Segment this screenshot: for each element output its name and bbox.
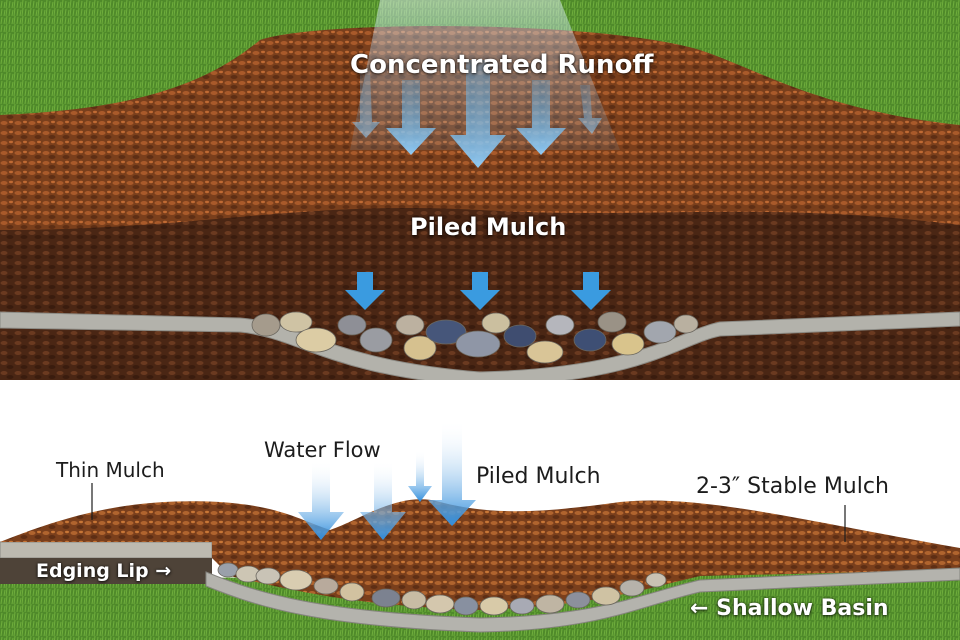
water-flow-arrows: [298, 420, 476, 540]
top-scene-graphic: [0, 0, 960, 380]
edging-curb: [0, 311, 960, 380]
concentrated-runoff-label: Concentrated Runoff: [350, 50, 654, 80]
shallow-basin-label: ← Shallow Basin: [690, 596, 889, 621]
piled-mulch-bottom-label: Piled Mulch: [476, 464, 601, 489]
top-illustration-panel: Concentrated Runoff Piled Mulch: [0, 0, 960, 380]
bottom-scene-graphic: [0, 420, 960, 640]
basin-stones: [217, 562, 667, 616]
infiltration-arrows: [345, 272, 611, 310]
runoff-arrows: [352, 60, 602, 168]
thin-mulch-label: Thin Mulch: [56, 458, 165, 482]
water-flow-label: Water Flow: [264, 438, 381, 462]
edging-lip-label: Edging Lip →: [36, 560, 172, 582]
basin-edging: [205, 567, 960, 633]
bottom-mulch-profile: [0, 499, 960, 610]
piled-mulch-top-label: Piled Mulch: [410, 213, 567, 241]
edging-lip-block: [0, 541, 213, 559]
bottom-illustration-panel: Thin Mulch Water Flow Piled Mulch 2-3″ S…: [0, 380, 960, 640]
edging-lip-base: [0, 558, 212, 584]
river-stones: [251, 311, 699, 364]
stable-mulch-label: 2-3″ Stable Mulch: [696, 474, 889, 499]
